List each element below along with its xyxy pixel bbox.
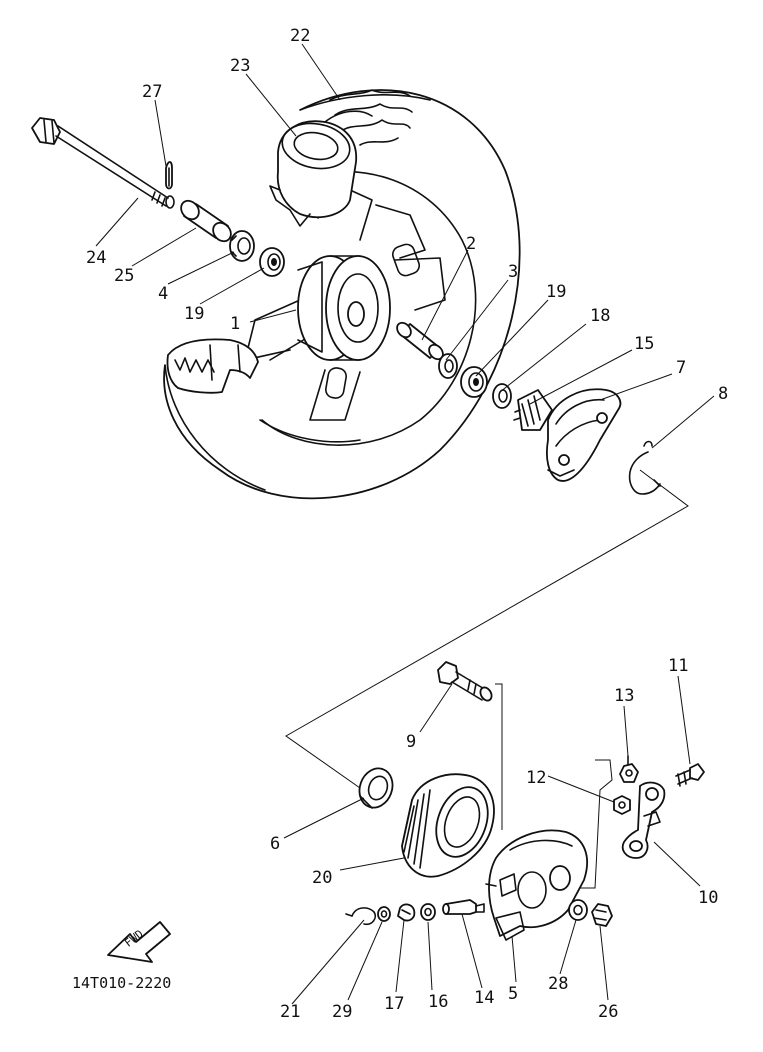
cotter-clip [345,907,377,926]
part-label-4: 4 [158,284,169,304]
part-label-16: 16 [428,992,449,1012]
inner-tube-section [269,110,373,227]
part-label-19: 19 [184,304,205,324]
axle-bolt [31,117,175,209]
part-label-25: 25 [114,266,135,286]
part-label-6: 6 [270,834,281,854]
diagram-code: 14T010-2220 [72,974,172,992]
brake-cam-shaft [437,661,493,702]
oil-seal-28 [568,899,588,921]
wheel-hub [244,189,446,421]
bearing-left [259,247,285,277]
oil-seal-left [229,230,255,262]
part-label-18: 18 [590,306,611,326]
part-label-24: 24 [86,248,107,268]
indicator-plate [619,755,639,783]
oil-seal-right [492,383,512,409]
part-label-14: 14 [474,988,495,1008]
hub-spacer [396,321,444,361]
part-label-23: 23 [230,56,251,76]
leader-lines [95,43,715,1005]
part-label-9: 9 [406,732,417,752]
brake-spring [628,440,661,495]
part-label-20: 20 [312,868,333,888]
part-label-7: 7 [676,358,687,378]
camshaft-lever [621,781,666,859]
part-label-26: 26 [598,1002,619,1022]
seal-ring [358,767,394,809]
circlip [438,353,458,379]
meter-clutch [513,389,553,431]
cotter-pin [165,161,173,190]
part-label-13: 13 [614,686,635,706]
part-label-21: 21 [280,1002,301,1022]
bearing-right [460,366,488,398]
reference-lines [285,469,689,889]
lever-nut [613,795,631,815]
part-label-8: 8 [718,384,729,404]
washer-16 [420,903,436,921]
part-label-28: 28 [548,974,569,994]
clip-17 [397,903,416,922]
part-label-29: 29 [332,1002,353,1022]
brake-drum [401,773,495,878]
part-label-17: 17 [384,994,405,1014]
part-label-15: 15 [634,334,655,354]
fwd-arrow-icon [107,921,171,963]
spacer-collar [180,199,232,243]
part-label-5: 5 [508,984,519,1004]
part-label-12: 12 [526,768,547,788]
part-label-10: 10 [698,888,719,908]
part-label-27: 27 [142,82,163,102]
part-label-22: 22 [290,26,311,46]
brake-shoe [545,388,622,482]
washer-29 [377,906,391,922]
tire-bead-cutaway [166,338,259,394]
part-label-3: 3 [508,262,519,282]
part-label-2: 2 [466,234,477,254]
lever-bolt [675,763,705,787]
nut-26 [591,903,613,927]
pin-14 [442,899,485,915]
brake-panel [485,829,588,941]
part-label-1: 1 [230,314,241,334]
part-label-19b: 19 [546,282,567,302]
part-label-11: 11 [668,656,689,676]
